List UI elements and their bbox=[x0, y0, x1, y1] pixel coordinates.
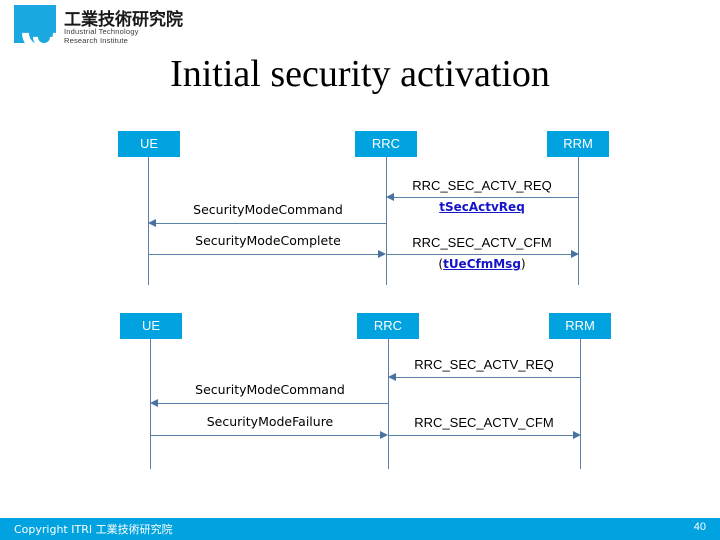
message-label-securitymodefailure: SecurityModeFailure bbox=[206, 414, 334, 429]
logo-chinese-name: 工業技術研究院 bbox=[64, 10, 183, 30]
lifeline-rrc-2 bbox=[388, 339, 389, 469]
sequence-diagram-success: UE RRC RRM RRC_SEC_ACTV_REQ tSecActvReq … bbox=[0, 128, 720, 288]
sublabel-prefix: ( bbox=[438, 257, 444, 271]
actor-box-ue: UE bbox=[118, 131, 180, 157]
actor-box-rrm-2: RRM bbox=[549, 313, 611, 339]
lifeline-rrm bbox=[578, 157, 579, 285]
arrow-head-left-rrc-sec-actv-req bbox=[386, 193, 394, 201]
message-sublabel-tsecactvreq: tSecActvReq bbox=[386, 200, 578, 214]
footer-copyright: Copyright ITRI 工業技術研究院 bbox=[14, 523, 173, 536]
arrow-head-left-securitymodecommand bbox=[148, 219, 156, 227]
logo-english-line-1: Industrial Technology bbox=[64, 27, 139, 36]
message-line-securitymodecommand-2 bbox=[153, 403, 388, 404]
actor-box-rrm: RRM bbox=[547, 131, 609, 157]
page-title: Initial security activation bbox=[170, 53, 550, 95]
message-sublabel-tuecfmmsg: (tUeCfmMsg) bbox=[386, 257, 578, 271]
sublabel-suffix: ) bbox=[520, 257, 526, 271]
message-label-rrc-sec-actv-req-2: RRC_SEC_ACTV_REQ bbox=[414, 357, 554, 372]
logo-english-line-2: Research Institute bbox=[64, 36, 129, 45]
message-line-securitymodecomplete bbox=[148, 254, 378, 255]
message-label-securitymodecommand-2: SecurityModeCommand bbox=[195, 382, 345, 397]
footer-bar: Copyright ITRI 工業技術研究院 40 bbox=[0, 518, 720, 540]
message-line-securitymodecommand bbox=[151, 223, 386, 224]
arrow-head-right-securitymodefailure bbox=[380, 431, 388, 439]
itri-logo-mark-icon bbox=[14, 5, 56, 43]
itri-logo: 工業技術研究院 Industrial Technology Research I… bbox=[14, 4, 214, 46]
actor-box-rrc-2: RRC bbox=[357, 313, 419, 339]
page-number: 40 bbox=[693, 521, 706, 533]
arrow-head-right-rrc-sec-actv-cfm-2 bbox=[573, 431, 581, 439]
message-label-rrc-sec-actv-req: RRC_SEC_ACTV_REQ bbox=[412, 178, 552, 193]
hyperlink-tuecfmmsg[interactable]: tUeCfmMsg bbox=[443, 257, 521, 271]
message-line-rrc-sec-actv-cfm-2 bbox=[388, 435, 574, 436]
message-line-rrc-sec-actv-cfm bbox=[386, 254, 572, 255]
arrow-head-right-rrc-sec-actv-cfm bbox=[571, 250, 579, 258]
actor-box-ue-2: UE bbox=[120, 313, 182, 339]
message-label-securitymodecommand: SecurityModeCommand bbox=[193, 202, 343, 217]
lifeline-rrc bbox=[386, 157, 387, 285]
sequence-diagram-failure: UE RRC RRM RRC_SEC_ACTV_REQ SecurityMode… bbox=[0, 310, 720, 470]
hyperlink-tsecactvreq[interactable]: tSecActvReq bbox=[439, 200, 525, 214]
message-line-rrc-sec-actv-req-2 bbox=[391, 377, 580, 378]
message-line-rrc-sec-actv-req bbox=[389, 197, 578, 198]
message-label-securitymodecomplete: SecurityModeComplete bbox=[195, 233, 341, 248]
arrow-head-left-securitymodecommand-2 bbox=[150, 399, 158, 407]
arrow-head-right-securitymodecomplete bbox=[378, 250, 386, 258]
message-line-securitymodefailure bbox=[150, 435, 380, 436]
message-label-rrc-sec-actv-cfm-2: RRC_SEC_ACTV_CFM bbox=[414, 415, 554, 430]
message-label-rrc-sec-actv-cfm: RRC_SEC_ACTV_CFM bbox=[412, 235, 552, 250]
actor-box-rrc: RRC bbox=[355, 131, 417, 157]
lifeline-rrm-2 bbox=[580, 339, 581, 469]
arrow-head-left-rrc-sec-actv-req-2 bbox=[388, 373, 396, 381]
